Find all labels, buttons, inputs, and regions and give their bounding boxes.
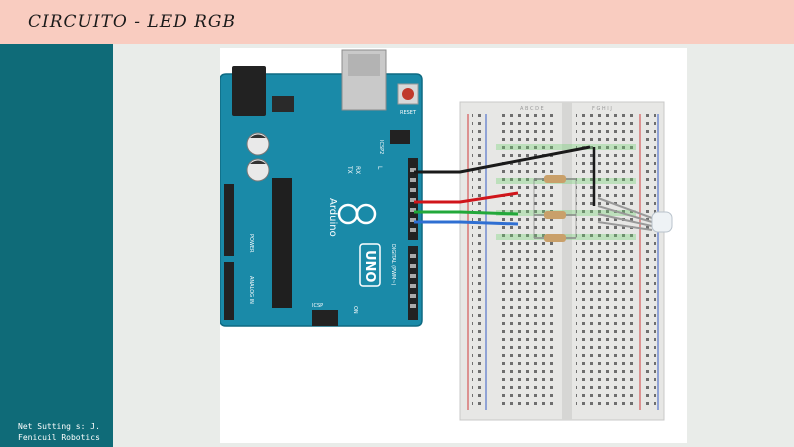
green-wire: [414, 210, 519, 216]
reset-label: RESET: [400, 110, 417, 116]
uno-label: UNO: [362, 250, 377, 283]
tx-label: TX: [346, 165, 353, 174]
slide-title: CIRCUITO - LED RGB: [28, 12, 237, 32]
resistor-1: [534, 175, 576, 183]
rx-label: RX: [354, 166, 361, 174]
resistor-2: [534, 211, 576, 219]
blue-wire: [414, 220, 519, 226]
credit-text: Net Sutting s: J. Fenicuil Robotics: [18, 421, 100, 443]
gnd-wire: [414, 145, 591, 174]
breadboard: A B C D E F G H I J: [459, 101, 665, 421]
analog-header: [224, 262, 234, 320]
icsp2-label: ICSP2: [378, 140, 384, 154]
digital-label: DIGITAL (PWM~): [390, 244, 396, 286]
column-letters-left: A B C D E: [520, 106, 544, 112]
rgb-led-icon: [597, 197, 673, 233]
arduino-board: RESET ICSP2 TX RX L: [220, 49, 423, 327]
circuit-svg: RESET ICSP2 TX RX L: [220, 49, 673, 421]
icsp2-header: [390, 130, 410, 144]
credit-line-2: Fenicuil Robotics: [18, 433, 100, 442]
on-label: ON: [352, 306, 358, 314]
arduino-logo-icon: [337, 203, 377, 225]
uno-badge: [359, 243, 381, 287]
power-header: [224, 184, 234, 256]
reset-button: [397, 83, 419, 105]
sidebar-panel: Net Sutting s: J. Fenicuil Robotics: [0, 44, 113, 447]
l-label: L: [376, 166, 383, 170]
digital-header-bottom: [408, 246, 418, 320]
icsp-label: ICSP: [312, 303, 323, 309]
power-label: POWER: [248, 234, 254, 253]
red-wire: [414, 191, 519, 204]
circuit-diagram: RESET ICSP2 TX RX L: [220, 48, 687, 443]
credit-line-1: Net Sutting s: J.: [18, 422, 100, 431]
title-bar: CIRCUITO - LED RGB: [0, 0, 794, 44]
resistor-3: [534, 234, 576, 242]
power-jack: [232, 66, 266, 116]
analog-label: ANALOG IN: [248, 276, 254, 304]
icsp-header: [312, 310, 338, 326]
digital-header-top: [408, 158, 418, 240]
column-letters-right: F G H I J: [592, 106, 612, 112]
microcontroller-chip: [272, 178, 292, 308]
wires: [414, 145, 596, 226]
brand-label: Arduino: [327, 198, 338, 237]
